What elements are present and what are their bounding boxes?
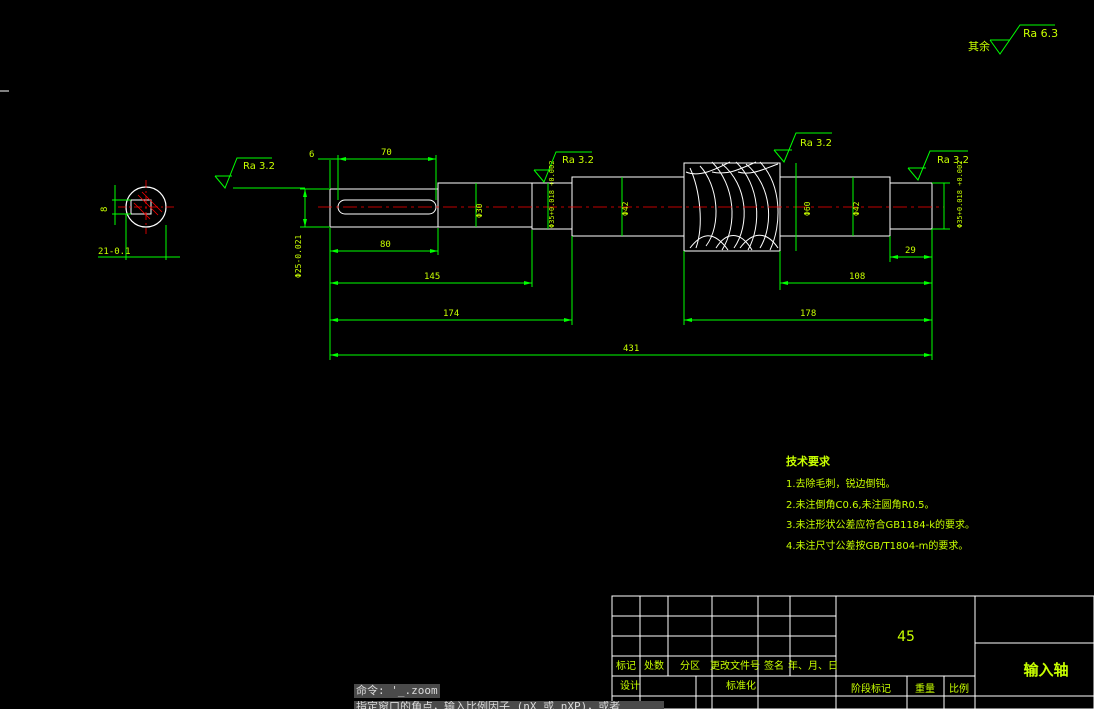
- command-line[interactable]: 命令: '_.zoom 指定窗口的角点，输入比例因子 (nX 或 nXP)，或者: [354, 684, 754, 709]
- dim-70: 70: [381, 148, 392, 158]
- dim-phi35-left: Φ35+0.018 +0.002: [548, 161, 556, 228]
- header-date: 年、月、日: [788, 659, 838, 672]
- part-name: 输入轴: [1023, 661, 1068, 679]
- tech-req-item-4: 4.未注尺寸公差按GB/T1804-m的要求。: [786, 539, 968, 552]
- scale-label: 比例: [949, 682, 969, 695]
- roughness-right-value: Ra 3.2: [937, 155, 969, 166]
- section-dim-21: 21-0.1: [98, 247, 131, 257]
- tech-req-item-1: 1.去除毛刺，锐边倒钝。: [786, 477, 896, 490]
- dim-phi35-right: Φ35+0.018 +0.002: [956, 161, 964, 228]
- tech-req-title: 技术要求: [786, 454, 831, 468]
- stage-mark-label: 阶段标记: [851, 682, 891, 695]
- roughness-left: Ra 3.2: [214, 157, 305, 189]
- header-signature: 签名: [764, 659, 784, 672]
- tech-req-item-2: 2.未注倒角C0.6,未注圆角R0.5。: [786, 498, 934, 511]
- roughness-left-value: Ra 3.2: [243, 161, 275, 172]
- dim-145: 145: [424, 272, 440, 282]
- dim-6: 6: [309, 150, 314, 160]
- design-label: 设计: [620, 679, 640, 692]
- dimension-arrows: [303, 157, 932, 357]
- command-history-line: 命令: '_.zoom: [354, 684, 440, 698]
- roughness-mid-value: Ra 3.2: [562, 155, 594, 166]
- title-block: [611, 595, 1094, 709]
- dim-178: 178: [800, 309, 816, 319]
- dim-108: 108: [849, 272, 865, 282]
- tech-requirements: 技术要求 1.去除毛刺，锐边倒钝。 2.未注倒角C0.6,未注圆角R0.5。 3…: [786, 454, 975, 552]
- header-change-doc: 更改文件号: [710, 659, 760, 672]
- roughness-worm-value: Ra 3.2: [800, 138, 832, 149]
- command-prompt-line[interactable]: 指定窗口的角点，输入比例因子 (nX 或 nXP)，或者: [354, 701, 664, 709]
- worm-thread: [685, 161, 779, 251]
- dim-phi30: Φ30: [475, 203, 484, 218]
- roughness-general-value: Ra 6.3: [1023, 27, 1058, 40]
- roughness-right: Ra 3.2: [907, 150, 969, 181]
- dim-431: 431: [623, 344, 639, 354]
- dim-phi60: Φ60: [803, 201, 812, 216]
- title-block-text: 45 输入轴 标记 处数 分区 更改文件号 签名 年、月、日 设计 标准化 阶段…: [616, 629, 1069, 695]
- section-dim-8: 8: [100, 207, 110, 212]
- roughness-general: 其余 Ra 6.3: [968, 24, 1058, 55]
- weight-label: 重量: [915, 682, 935, 695]
- header-zone: 分区: [680, 660, 700, 672]
- roughness-general-prefix: 其余: [968, 39, 990, 53]
- dimension-lines: [300, 155, 950, 360]
- dim-29: 29: [905, 246, 916, 256]
- dim-174: 174: [443, 309, 459, 319]
- dim-80: 80: [380, 240, 391, 250]
- roughness-worm: Ra 3.2: [773, 132, 832, 163]
- dim-phi42-right: Φ42: [852, 201, 861, 216]
- header-count: 处数: [644, 659, 664, 672]
- dimension-texts: 6 70 80 Φ25-0.021 Φ30 Φ35+0.018 +0.002 Φ…: [294, 148, 964, 354]
- roughness-mid: Ra 3.2: [533, 151, 594, 183]
- dim-phi42-left: Φ42: [621, 201, 630, 216]
- standard-label: 标准化: [726, 679, 756, 692]
- header-mark: 标记: [616, 660, 636, 672]
- tech-req-item-3: 3.未注形状公差应符合GB1184-k的要求。: [786, 518, 975, 531]
- section-view: 8 21-0.1: [98, 180, 180, 260]
- dim-phi25: Φ25-0.021: [294, 234, 303, 278]
- material: 45: [897, 629, 915, 645]
